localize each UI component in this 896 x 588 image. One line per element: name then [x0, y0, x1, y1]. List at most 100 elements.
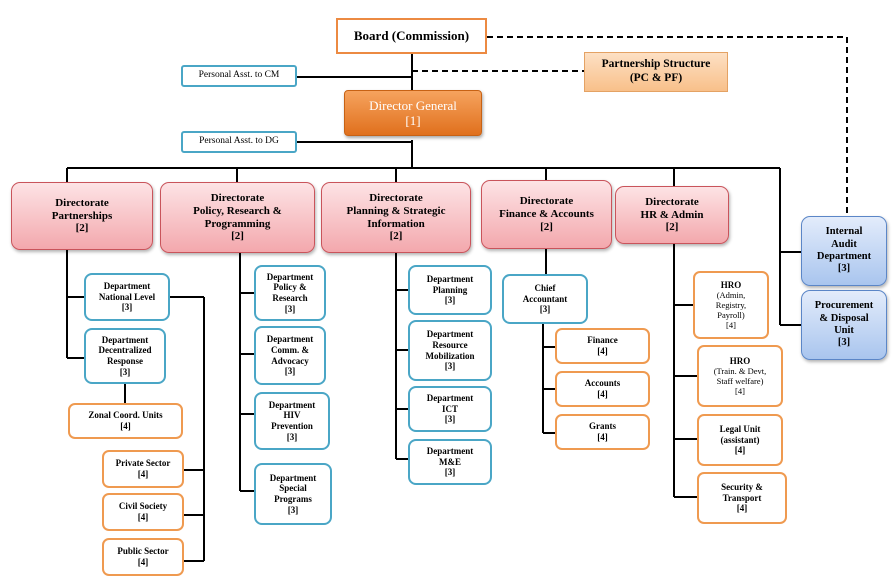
legal-l3: [4] [734, 445, 746, 456]
dir-policy-l1: Directorate [210, 191, 265, 204]
directorate-partnerships: Directorate Partnerships [2] [11, 182, 153, 250]
hro-train-d3: [4] [735, 386, 745, 397]
ps-title: Partnership Structure [601, 58, 711, 71]
hro-training-unit: HRO (Train. & Devt, Staff welfare) [4] [697, 345, 783, 407]
dept-decentralized-response: Department Decentralized Response [3] [84, 328, 166, 384]
decentral-l3: Response [106, 356, 143, 366]
dir-policy-l3: Programming [204, 217, 271, 230]
accounts-l2: [4] [597, 389, 608, 399]
dept-resource-mobilization: Department Resource Mobilization [3] [408, 320, 492, 381]
dept-planning: Department Planning [3] [408, 265, 492, 315]
comm-l1: Department [266, 334, 314, 345]
security-l2: Transport [722, 492, 762, 503]
hro-train-d2: Staff welfare) [716, 376, 764, 387]
comm-l2: Comm. & [271, 344, 309, 355]
private-l1: Private Sector [115, 458, 171, 469]
dept-hiv-prevention: Department HIV Prevention [3] [254, 392, 330, 450]
hro-admin-d4: [4] [726, 320, 736, 331]
personal-asst-dg-box: Personal Asst. to DG [181, 131, 297, 153]
hro-admin-d1: (Admin, [716, 290, 746, 301]
me-l2: M&E [439, 456, 461, 467]
dg-count: [1] [405, 113, 421, 128]
dir-finance-l2: Finance & Accounts [499, 208, 594, 221]
polres-l1: Department [266, 271, 314, 282]
hro-admin-d3: Payroll) [717, 310, 745, 321]
board-commission-box: Board (Commission) [336, 18, 487, 54]
private-sector-unit: Private Sector [4] [102, 450, 184, 488]
dir-hr-l2: HR & Admin [640, 208, 704, 221]
decentral-l4: [3] [119, 366, 131, 377]
directorate-policy: Directorate Policy, Research & Programmi… [160, 182, 315, 253]
grants-unit: Grants [4] [555, 414, 650, 450]
dept-special-programs: Department Special Programs [3] [254, 463, 332, 525]
dir-partnerships-l3: [2] [75, 222, 89, 235]
public-l2: [4] [137, 557, 149, 567]
resource-l4: [3] [444, 361, 456, 372]
dir-partnerships-l2: Partnerships [51, 209, 113, 222]
plan-l2: Planning [432, 284, 468, 295]
dir-planning-l3: Information [367, 217, 425, 230]
legal-l1: Legal Unit [719, 424, 761, 435]
hiv-l2: HIV [283, 410, 301, 421]
zonal-coord-units: Zonal Coord. Units [4] [68, 403, 183, 439]
dir-hr-l3: [2] [665, 221, 679, 234]
hro-train-title: HRO [729, 355, 751, 366]
dir-finance-l1: Directorate [519, 195, 574, 208]
finance-l2: [4] [597, 346, 608, 356]
dir-partnerships-l1: Directorate [55, 196, 109, 209]
accounts-l1: Accounts [584, 378, 621, 389]
dept-national-level: Department National Level [3] [84, 273, 170, 321]
internal-audit-department: Internal Audit Department [3] [801, 216, 887, 286]
dg-title: Director General [369, 97, 457, 113]
national-l1: Department [103, 281, 151, 292]
national-l2: National Level [98, 291, 156, 302]
dir-finance-l3: [2] [540, 220, 553, 233]
ict-l3: [3] [444, 414, 456, 425]
dir-policy-l2: Policy, Research & [193, 204, 282, 217]
plan-l1: Department [426, 274, 474, 285]
personal-asst-cm-box: Personal Asst. to CM [181, 65, 297, 87]
security-l1: Security & [721, 482, 763, 493]
special-l1: Department [269, 472, 317, 483]
chief-l1: Chief [534, 283, 556, 294]
plan-l3: [3] [444, 295, 456, 306]
ict-l1: Department [426, 393, 474, 404]
zonal-l2: [4] [120, 421, 131, 431]
decentral-l2: Decentralized [98, 345, 152, 356]
hro-train-d1: (Train. & Devt, [713, 366, 767, 377]
private-l2: [4] [137, 469, 149, 479]
pa-cm-label: Personal Asst. to CM [198, 70, 280, 81]
dept-policy-research: Department Policy & Research [3] [254, 265, 326, 321]
legal-unit: Legal Unit (assistant) [4] [697, 414, 783, 466]
grants-l1: Grants [589, 421, 616, 432]
ps-sub: (PC & PF) [629, 72, 683, 84]
polres-l3: Research [272, 293, 308, 303]
legal-l2: (assistant) [720, 434, 760, 445]
ict-l2: ICT [441, 403, 458, 414]
security-transport-unit: Security & Transport [4] [697, 472, 787, 524]
civil-society-unit: Civil Society [4] [102, 493, 184, 531]
comm-l3: Advocacy [271, 355, 309, 366]
procurement-disposal-unit: Procurement & Disposal Unit [3] [801, 290, 887, 360]
chief-accountant: Chief Accountant [3] [502, 274, 588, 324]
pa-dg-label: Personal Asst. to DG [199, 136, 279, 147]
proc-l3: Unit [834, 325, 854, 336]
resource-l2: Resource [432, 339, 468, 350]
hro-admin-d2: Registry, [715, 300, 747, 311]
national-l3: [3] [121, 302, 133, 313]
hro-admin-unit: HRO (Admin, Registry, Payroll) [4] [693, 271, 769, 339]
proc-l2: & Disposal [819, 312, 869, 324]
dept-m-and-e: Department M&E [3] [408, 439, 492, 485]
me-l1: Department [426, 446, 474, 457]
resource-l1: Department [426, 329, 474, 340]
special-l4: [3] [287, 504, 299, 515]
grants-l2: [4] [597, 432, 608, 442]
decentral-l1: Department [101, 334, 149, 345]
dir-planning-l1: Directorate [369, 191, 423, 204]
finance-unit: Finance [4] [555, 328, 650, 364]
dir-planning-l2: Planning & Strategic [346, 204, 446, 217]
directorate-hr-admin: Directorate HR & Admin [2] [615, 186, 729, 244]
public-sector-unit: Public Sector [4] [102, 538, 184, 576]
dept-comm-advocacy: Department Comm. & Advocacy [3] [254, 326, 326, 385]
